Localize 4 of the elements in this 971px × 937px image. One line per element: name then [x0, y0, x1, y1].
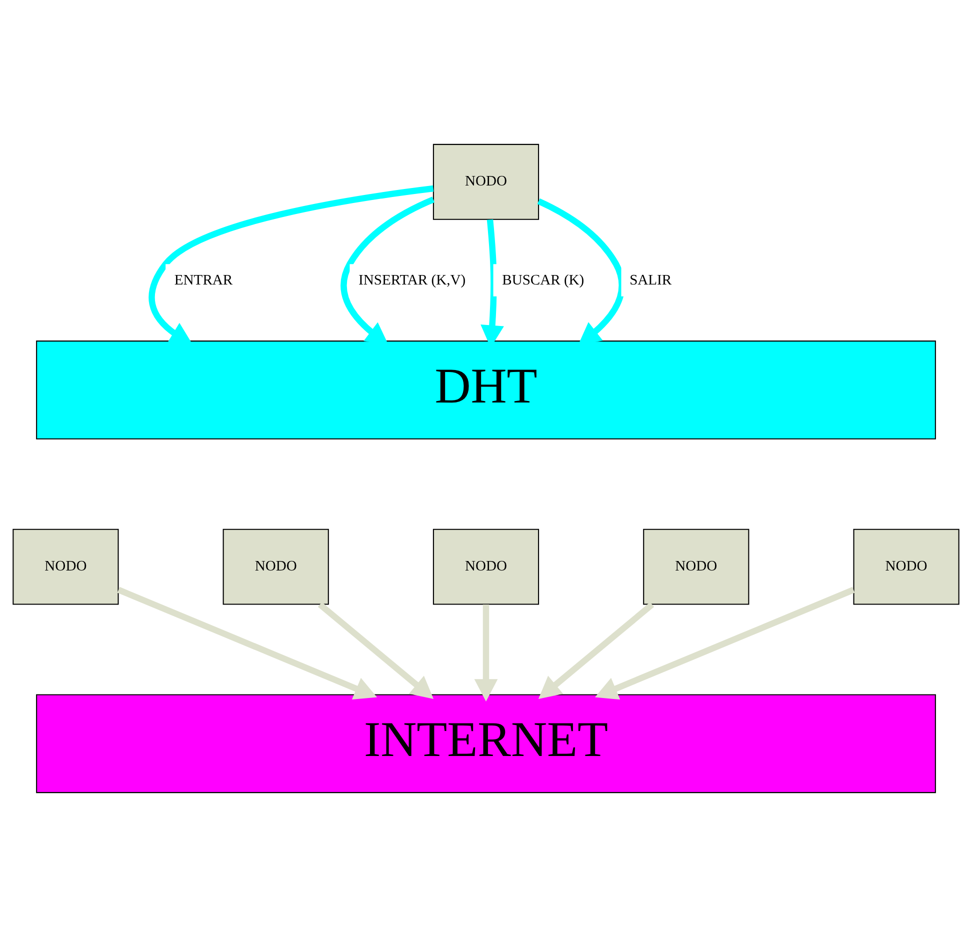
- edge-label: ENTRAR: [174, 272, 232, 289]
- edge-label: BUSCAR (K): [502, 272, 584, 289]
- edge-label: SALIR: [629, 272, 672, 289]
- edge-label: INSERTAR (K,V): [358, 272, 466, 289]
